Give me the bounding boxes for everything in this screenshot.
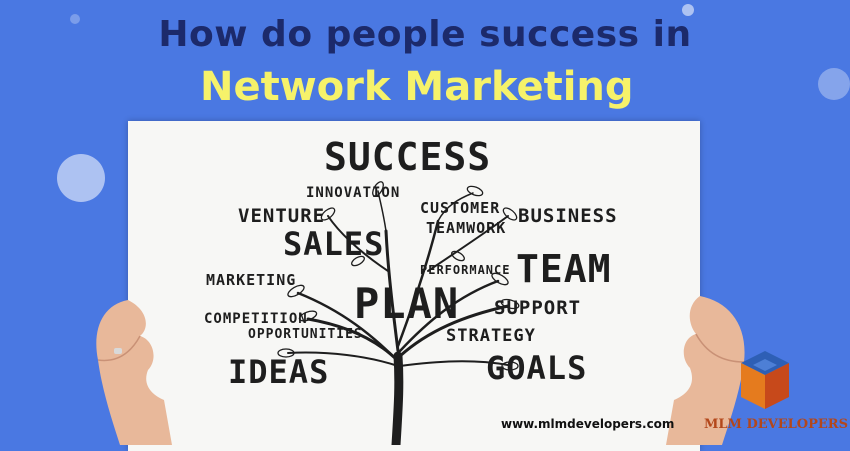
word-innovation: INNOVATION	[306, 185, 401, 201]
word-ideas: IDEAS	[228, 353, 330, 391]
decorative-bubble	[682, 4, 694, 16]
word-plan: PLAN	[354, 279, 460, 328]
word-opportunities: OPPORTUNITIES	[248, 327, 363, 342]
headline-line-2: Network Marketing	[200, 64, 634, 110]
word-business: BUSINESS	[518, 205, 618, 227]
word-marketing: MARKETING	[206, 271, 297, 289]
word-venture: VENTURE	[238, 205, 326, 227]
word-strategy: STRATEGY	[446, 326, 536, 346]
decorative-bubble	[57, 154, 105, 202]
whiteboard: SUCCESS INNOVATION CUSTOMER BUSINESS VEN…	[128, 121, 700, 451]
word-team: TEAM	[516, 247, 612, 291]
decorative-bubble	[70, 14, 80, 24]
word-competition: COMPETITION	[204, 311, 308, 327]
right-hand-image	[666, 296, 745, 445]
cube-logo-icon	[741, 351, 789, 409]
decorative-bubble	[818, 68, 850, 100]
website-url: www.mlmdevelopers.com	[501, 417, 675, 431]
ring-icon	[114, 348, 122, 354]
word-success: SUCCESS	[324, 135, 492, 179]
company-logo-text: MLM DEVELOPERS	[704, 417, 848, 432]
word-performance: PERFORMANCE	[420, 263, 511, 277]
word-customer: CUSTOMER	[420, 199, 501, 217]
headline-line-1: How do people success in	[158, 14, 692, 55]
left-hand-image	[96, 300, 172, 445]
tree-drawing	[277, 181, 520, 445]
